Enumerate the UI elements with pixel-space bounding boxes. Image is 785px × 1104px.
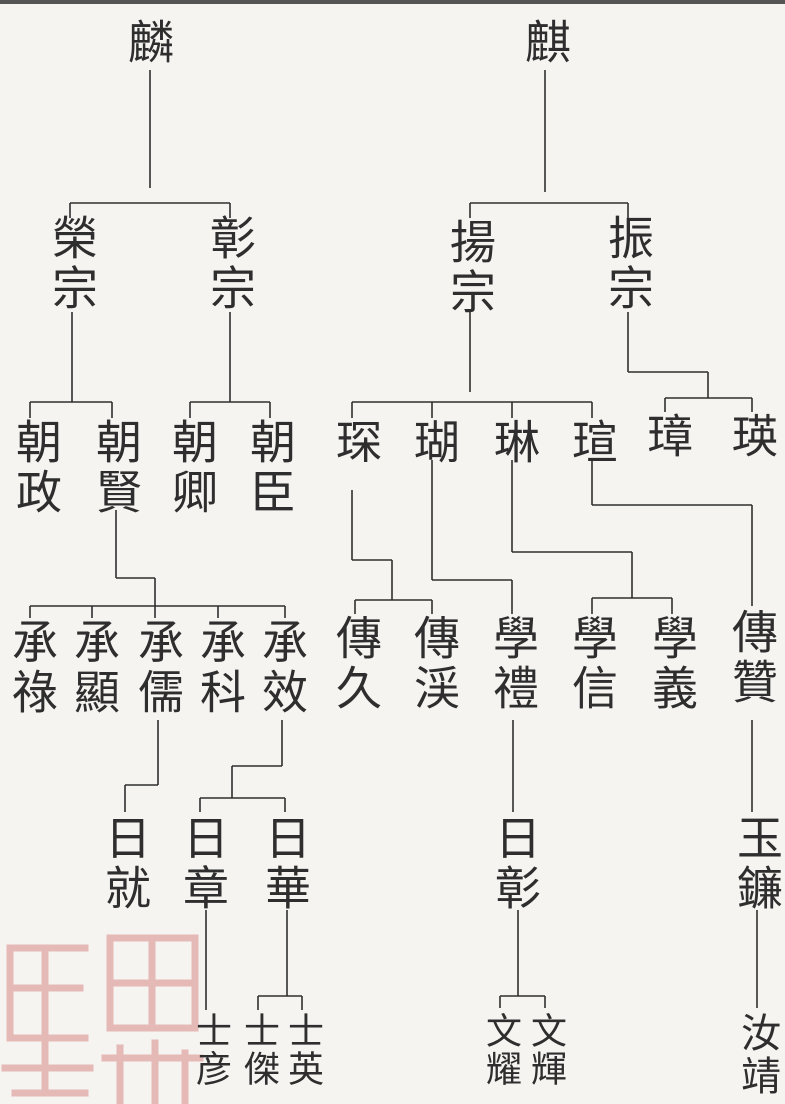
gen5-name: 日華 <box>258 814 312 914</box>
gen5-name: 日就 <box>98 814 152 914</box>
gen4-name: 承祿 <box>5 618 59 718</box>
gen6-name: 士彦 <box>190 1012 231 1088</box>
gen4-name: 傳贊 <box>725 608 779 708</box>
collector-seal-stamp <box>1 934 204 1104</box>
gen5-name: 玉鐮 <box>730 814 784 914</box>
gen2-name: 揚宗 <box>443 218 497 318</box>
gen3-name: 琛 <box>329 418 383 468</box>
gen4-name: 承效 <box>255 618 309 718</box>
gen3-name: 瑄 <box>565 418 619 468</box>
gen3-name: 朝政 <box>9 418 63 518</box>
gen6-name: 文耀 <box>480 1012 521 1088</box>
gen4-name: 承顯 <box>67 618 121 718</box>
gen3-name: 朝賢 <box>89 418 143 518</box>
gen6-name: 士傑 <box>238 1012 279 1088</box>
gen6-name: 汝靖 <box>734 1012 780 1098</box>
gen4-name: 學禮 <box>486 614 540 714</box>
gen4-name: 傳渓 <box>407 614 461 714</box>
page-top-rule <box>0 0 785 4</box>
gen6-name: 士英 <box>282 1012 323 1088</box>
gen3-name: 朝臣 <box>243 418 297 518</box>
ancestor-name-qi: 麒 <box>518 18 572 68</box>
gen3-name: 琳 <box>487 418 541 468</box>
gen3-name: 璋 <box>640 412 694 462</box>
gen4-name: 學信 <box>565 614 619 714</box>
gen4-name: 承科 <box>193 618 247 718</box>
gen2-name: 彰宗 <box>203 214 257 314</box>
gen3-name: 朝卿 <box>165 418 219 518</box>
gen6-name: 文輝 <box>525 1012 566 1088</box>
gen3-name: 瑚 <box>407 418 461 468</box>
ancestor-name-lin: 麟 <box>121 18 175 68</box>
gen2-name: 榮宗 <box>45 214 99 314</box>
gen5-name: 日彰 <box>488 814 542 914</box>
gen3-name: 瑛 <box>725 412 779 462</box>
gen4-name: 傳久 <box>329 614 383 714</box>
gen4-name: 學義 <box>645 614 699 714</box>
gen5-name: 日章 <box>176 814 230 914</box>
gen2-name: 振宗 <box>601 214 655 314</box>
gen4-name: 承儒 <box>131 618 185 718</box>
